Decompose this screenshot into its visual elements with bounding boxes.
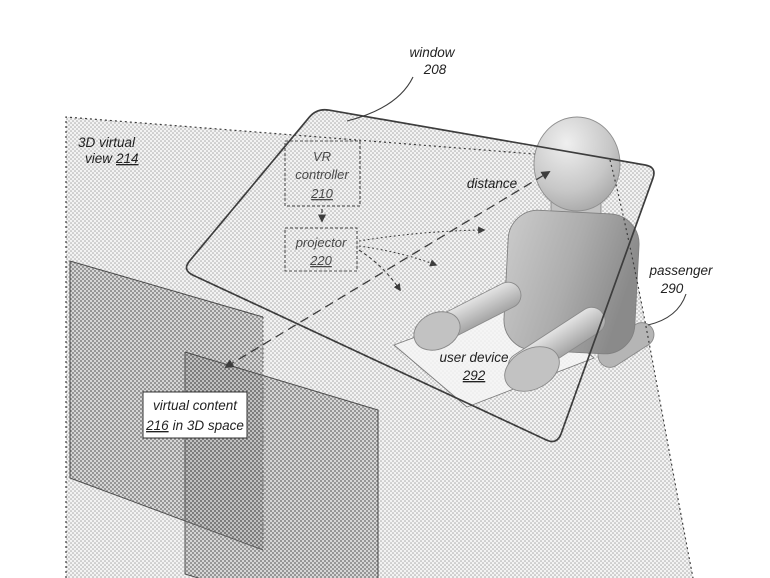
passenger-ref: 290 bbox=[660, 281, 684, 296]
window-label: window bbox=[409, 45, 455, 60]
window-outline bbox=[185, 108, 655, 443]
distance-label: distance bbox=[467, 176, 517, 191]
passenger-head bbox=[533, 116, 621, 212]
projector-label: projector bbox=[295, 235, 347, 250]
user-device-label: user device bbox=[439, 350, 508, 365]
virtual-view-border-right bbox=[609, 159, 694, 578]
user-device-ref: 292 bbox=[462, 368, 486, 383]
passenger-leader-line bbox=[647, 293, 687, 326]
virtual-content-label-box bbox=[142, 391, 248, 439]
virtual-view-label-line1: 3D virtual bbox=[78, 135, 136, 150]
vr-controller-label-line2: controller bbox=[295, 167, 349, 182]
vr-controller-label-line1: VR bbox=[313, 149, 331, 164]
virtual-content-label-line1: virtual content bbox=[153, 398, 238, 413]
distance-arrow bbox=[224, 171, 551, 368]
projector-ref: 220 bbox=[309, 253, 332, 268]
window-ref: 208 bbox=[423, 62, 447, 77]
virtual-view-border-left-top bbox=[65, 116, 611, 578]
vr-controller-ref: 210 bbox=[310, 186, 333, 201]
window-leader-line bbox=[346, 76, 414, 122]
passenger-label: passenger bbox=[648, 263, 713, 278]
